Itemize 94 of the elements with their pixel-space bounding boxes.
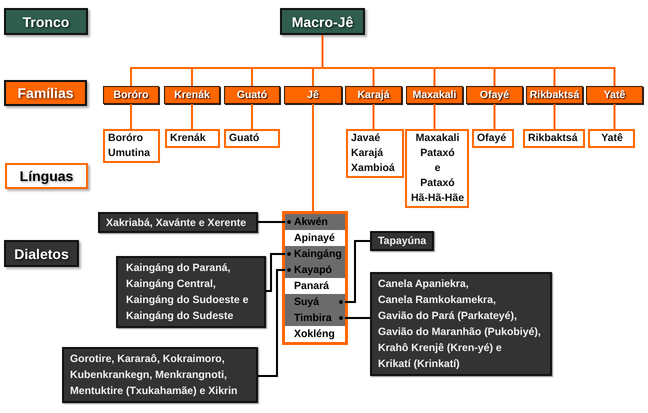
family-box [406,86,463,104]
dialect-list: Tapayúna [378,233,426,249]
family-box [466,86,523,104]
language-name: Rikbaktsá [528,131,579,146]
trunk-box [280,8,365,35]
family-name: Jê [307,89,319,101]
family-name: Rikbaktsá [530,89,580,101]
level-name: Tronco [22,14,70,30]
language-row [285,262,345,278]
language-box [224,129,280,148]
family-box [164,86,220,104]
dialect-list: Krahô Krenjê (Kren-yé) e [378,340,544,356]
dialect-list: Gavião do Maranhão (Pukobiyé), [378,324,544,340]
level-name: Dialetos [14,246,69,262]
language-name: Umutina [108,146,151,161]
connector-line [339,240,370,304]
language-name: Akwén [294,216,328,228]
connector-line [554,104,556,129]
trunk-name: Macro-Jê [292,14,354,30]
dialect-list: Krikatí (Krinkatí) [378,356,544,372]
dialect-list: Canela Ramkokamekra, [378,292,544,308]
connector-line [266,252,291,292]
family-name: Yatê [604,89,626,101]
language-name: Krenák [170,131,207,146]
dialect-list: Gorotire, Kararaô, Kokraimoro, Kubenkrankegn, Menkrangnoti, Mentuktire (Txukahamãe) e Xikrin [70,351,250,399]
connector-line [191,104,193,129]
language-name: e [434,161,442,176]
language-name: Pataxó Hã-Hã-Hãe [410,176,465,206]
language-name: Karajá [351,146,384,161]
family-name: Krenák [174,89,210,101]
language-row [285,246,345,262]
language-name: Pataxó [419,146,456,161]
family-name: Boróro [114,89,148,101]
language-box [523,129,585,148]
language-box [405,129,469,208]
family-name: Guató [236,89,268,101]
language-name: Kaingáng [294,248,342,260]
family-box [224,86,280,104]
language-box [472,129,514,148]
dialect-box [116,256,266,328]
language-box [588,129,635,148]
language-name: Ofayé [477,131,508,146]
family-box [586,86,643,104]
dialect-box [370,231,434,251]
connector-line [258,220,291,224]
dialect-list: Gavião do Pará (Parkateyé), [378,308,544,324]
connector-line [372,104,374,129]
level-tag [5,163,88,189]
language-box [165,129,220,148]
language-name: Suyá [294,296,320,308]
dialect-list: Kaingáng do Paraná, Kaingáng Central, Kaingáng do Sudoeste e Kaingáng do Sudeste [126,260,256,324]
connector-line [614,104,616,129]
language-name: Timbira [294,312,332,324]
family-box [103,86,159,104]
family-box [345,86,402,104]
connector-line [130,104,132,129]
family-name: Maxakali [412,89,456,101]
family-box [284,86,342,104]
language-name: Panará [294,280,330,292]
language-name: Boróro [108,131,144,146]
family-box [526,86,583,104]
language-name: Xokléng [294,328,335,340]
dialect-list: Canela Apaniekra, [378,276,544,292]
connector-line [434,104,436,129]
language-row [285,294,345,310]
connector-line [251,104,253,129]
language-name: Yatê [600,131,624,146]
connector-line [322,35,616,86]
language-box [103,129,160,163]
language-name: Guató [229,131,260,146]
dialect-box [98,212,258,233]
level-tag [4,240,79,267]
connector-line [339,316,370,320]
dialect-box [370,272,552,376]
language-name: Maxakali [414,131,460,146]
language-name: Xambioá [351,161,396,176]
dialect-list: Xakriabá, Xavánte e Xerente [106,214,250,230]
language-list-box [282,211,348,345]
level-name: Famílias [17,85,74,101]
level-tag [4,8,88,35]
connector-line [494,104,496,129]
language-name: Javaé [351,131,382,146]
connector-line [258,268,291,377]
language-name: Apinayé [294,232,335,244]
level-tag [4,80,87,106]
dialect-box [62,347,258,403]
level-name: Línguas [20,168,74,184]
family-name: Ofayé [480,89,510,101]
connector-line [312,104,314,211]
language-row [285,214,345,230]
language-name: Kayapó [294,264,332,276]
language-box [346,129,404,178]
family-name: Karajá [357,89,390,101]
language-row [285,310,345,326]
